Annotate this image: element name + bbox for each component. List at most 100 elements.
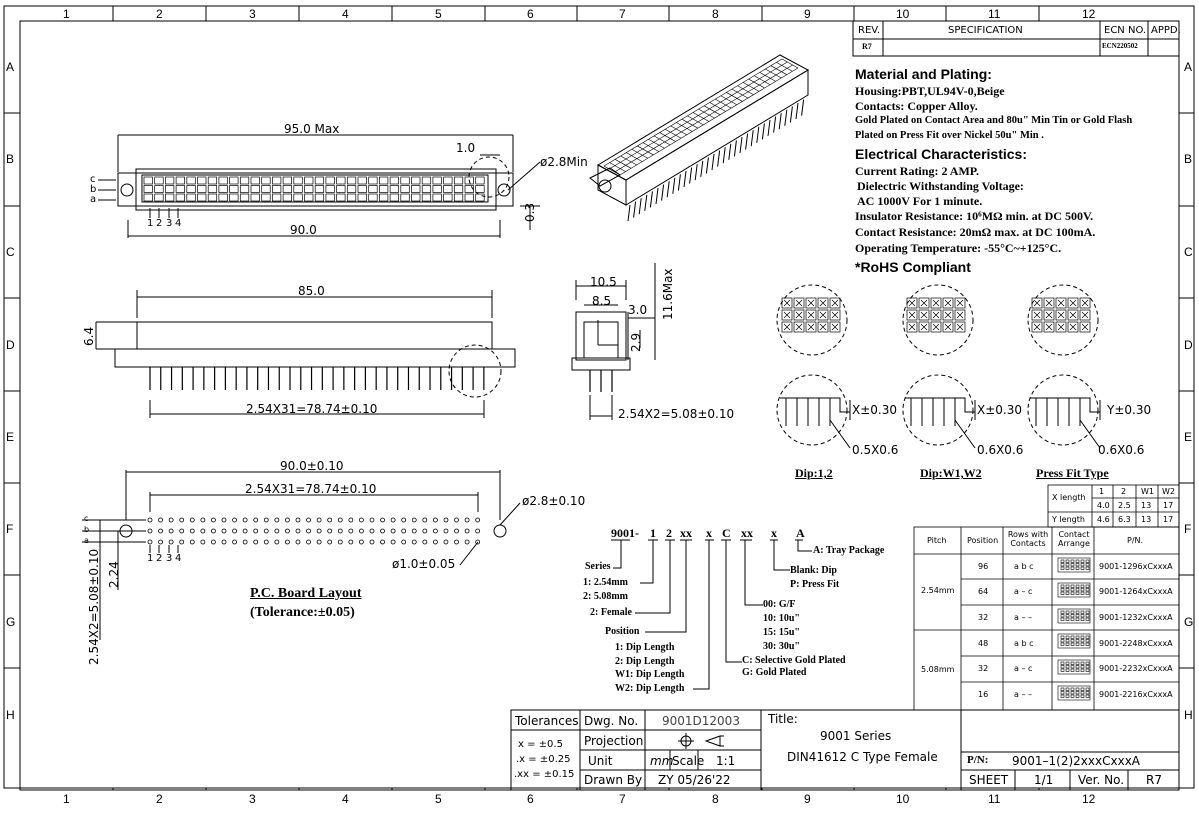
arrangement-dot bbox=[1075, 566, 1080, 570]
detail-contact bbox=[942, 297, 954, 309]
contact-cell bbox=[379, 176, 389, 185]
contact-cell bbox=[357, 193, 367, 202]
pcb-hole bbox=[380, 528, 385, 534]
iso-cell-line bbox=[754, 75, 771, 85]
arrangement-dot bbox=[1085, 617, 1090, 621]
contact-cell bbox=[314, 193, 325, 202]
iso-pin bbox=[717, 150, 721, 167]
grid-row-label: E bbox=[1184, 430, 1193, 444]
arrangement-dot bbox=[1085, 610, 1090, 614]
pcb-hole bbox=[295, 528, 301, 534]
pcb-hole bbox=[285, 528, 290, 534]
pn-pitch-508: 5.08mm bbox=[921, 665, 955, 674]
iso-pin bbox=[756, 126, 760, 143]
grid-row-label: A bbox=[6, 60, 15, 74]
pn-rows-16: a – – bbox=[1014, 690, 1032, 699]
detail-contact bbox=[805, 321, 817, 333]
pn-part-96: 9001-1296xCxxxA bbox=[1099, 562, 1173, 571]
detail-contact-mark bbox=[956, 323, 964, 331]
arrangement-dot bbox=[1060, 614, 1065, 618]
arrangement-dot bbox=[1080, 635, 1085, 639]
contact-cell bbox=[453, 176, 464, 185]
detail-contact bbox=[918, 297, 930, 309]
pcb-row-c: c bbox=[84, 514, 89, 523]
pcb-hole bbox=[295, 517, 301, 523]
y-length-label: Y length bbox=[1052, 515, 1085, 524]
arrangement-icon bbox=[1057, 608, 1091, 624]
end-pin-span: 2.54X2=5.08±0.10 bbox=[618, 407, 735, 421]
contact-cell bbox=[175, 176, 185, 185]
end-width-1: 10.5 bbox=[590, 275, 617, 289]
iso-pin bbox=[644, 194, 648, 211]
pcb-hole bbox=[454, 539, 459, 545]
iso-cell-line bbox=[642, 142, 660, 152]
iso-pin bbox=[683, 170, 687, 188]
detail-contact bbox=[906, 321, 918, 333]
detail-contact bbox=[1079, 321, 1091, 333]
iso-cell-line bbox=[659, 132, 676, 142]
arrangement-icon bbox=[1057, 557, 1091, 573]
appd-header: APPD. bbox=[1151, 25, 1181, 36]
side-view-drawing bbox=[95, 290, 516, 418]
pn-part-64: 9001-1264xCxxxA bbox=[1099, 587, 1173, 596]
grid-row-label: B bbox=[1184, 152, 1193, 166]
contact-cell bbox=[357, 185, 367, 193]
arrangement-dot bbox=[1065, 639, 1070, 643]
pn-hdr-pitch: Pitch bbox=[927, 536, 947, 545]
arrangement-dot bbox=[1075, 639, 1080, 643]
detail-contact-mark bbox=[807, 323, 815, 331]
pcb-pin-4: 4 bbox=[175, 553, 182, 564]
pcb-hole bbox=[274, 528, 280, 534]
detail-contact bbox=[942, 309, 954, 321]
iso-row-line bbox=[614, 64, 793, 173]
pn-rows-96: a b c bbox=[1014, 562, 1034, 571]
pcb-hole bbox=[168, 517, 174, 523]
arrangement-dot bbox=[1085, 591, 1090, 595]
detail-contact-mark bbox=[1045, 299, 1053, 307]
contact-cell bbox=[239, 176, 250, 185]
contact-cell bbox=[314, 176, 325, 185]
end-width-2: 8.5 bbox=[592, 294, 612, 308]
detail-contact bbox=[930, 297, 942, 309]
pcb-hole bbox=[253, 539, 259, 545]
pcb-vertical-offset: 2.24 bbox=[107, 561, 121, 588]
detail-contact-mark bbox=[932, 323, 940, 331]
detail-contact bbox=[1031, 321, 1043, 333]
arrangement-dot bbox=[1080, 591, 1085, 595]
detail-contact-mark bbox=[1033, 323, 1041, 331]
contact-cell bbox=[346, 193, 357, 202]
contact-cell bbox=[293, 176, 303, 185]
detail-contact-mark bbox=[819, 299, 827, 307]
grid-row-label: H bbox=[6, 708, 15, 722]
pcb-hole bbox=[475, 539, 481, 545]
pcb-hole bbox=[411, 517, 417, 523]
length-table bbox=[1047, 484, 1180, 528]
contact-cell bbox=[304, 185, 314, 193]
detail-contact bbox=[1043, 297, 1055, 309]
iso-cell-line bbox=[781, 58, 799, 69]
housing-spec: Housing:PBT,UL94V-0,Beige bbox=[855, 84, 1005, 98]
contact-cell bbox=[325, 176, 335, 185]
arrangement-dot bbox=[1075, 691, 1080, 695]
grid-col-label: 5 bbox=[435, 7, 442, 21]
detail-contact-mark bbox=[1045, 323, 1053, 331]
arrangement-dot bbox=[1075, 559, 1080, 563]
code-female: 2 bbox=[666, 526, 672, 540]
iso-pin bbox=[649, 191, 653, 208]
iso-cell-line bbox=[703, 105, 721, 116]
arrangement-dot bbox=[1085, 687, 1090, 691]
overall-length-label: 95.0 Max bbox=[284, 122, 340, 136]
pcb-hole bbox=[348, 528, 354, 534]
detail-contact-mark bbox=[1081, 299, 1089, 307]
pin-3-label: 3 bbox=[166, 218, 173, 229]
arrangement-dot bbox=[1070, 566, 1075, 570]
pcb-hole bbox=[253, 528, 259, 534]
contact-cell bbox=[389, 193, 399, 202]
iso-pin bbox=[689, 167, 693, 184]
operating-temp: Operating Temperature: -55°C~+125°C. bbox=[855, 241, 1062, 255]
pcb-hole bbox=[327, 539, 333, 545]
contact-cell bbox=[464, 176, 474, 185]
contact-cell bbox=[400, 185, 410, 193]
arrangement-dot bbox=[1065, 563, 1070, 567]
gold-15: 15: 15u" bbox=[763, 627, 800, 638]
